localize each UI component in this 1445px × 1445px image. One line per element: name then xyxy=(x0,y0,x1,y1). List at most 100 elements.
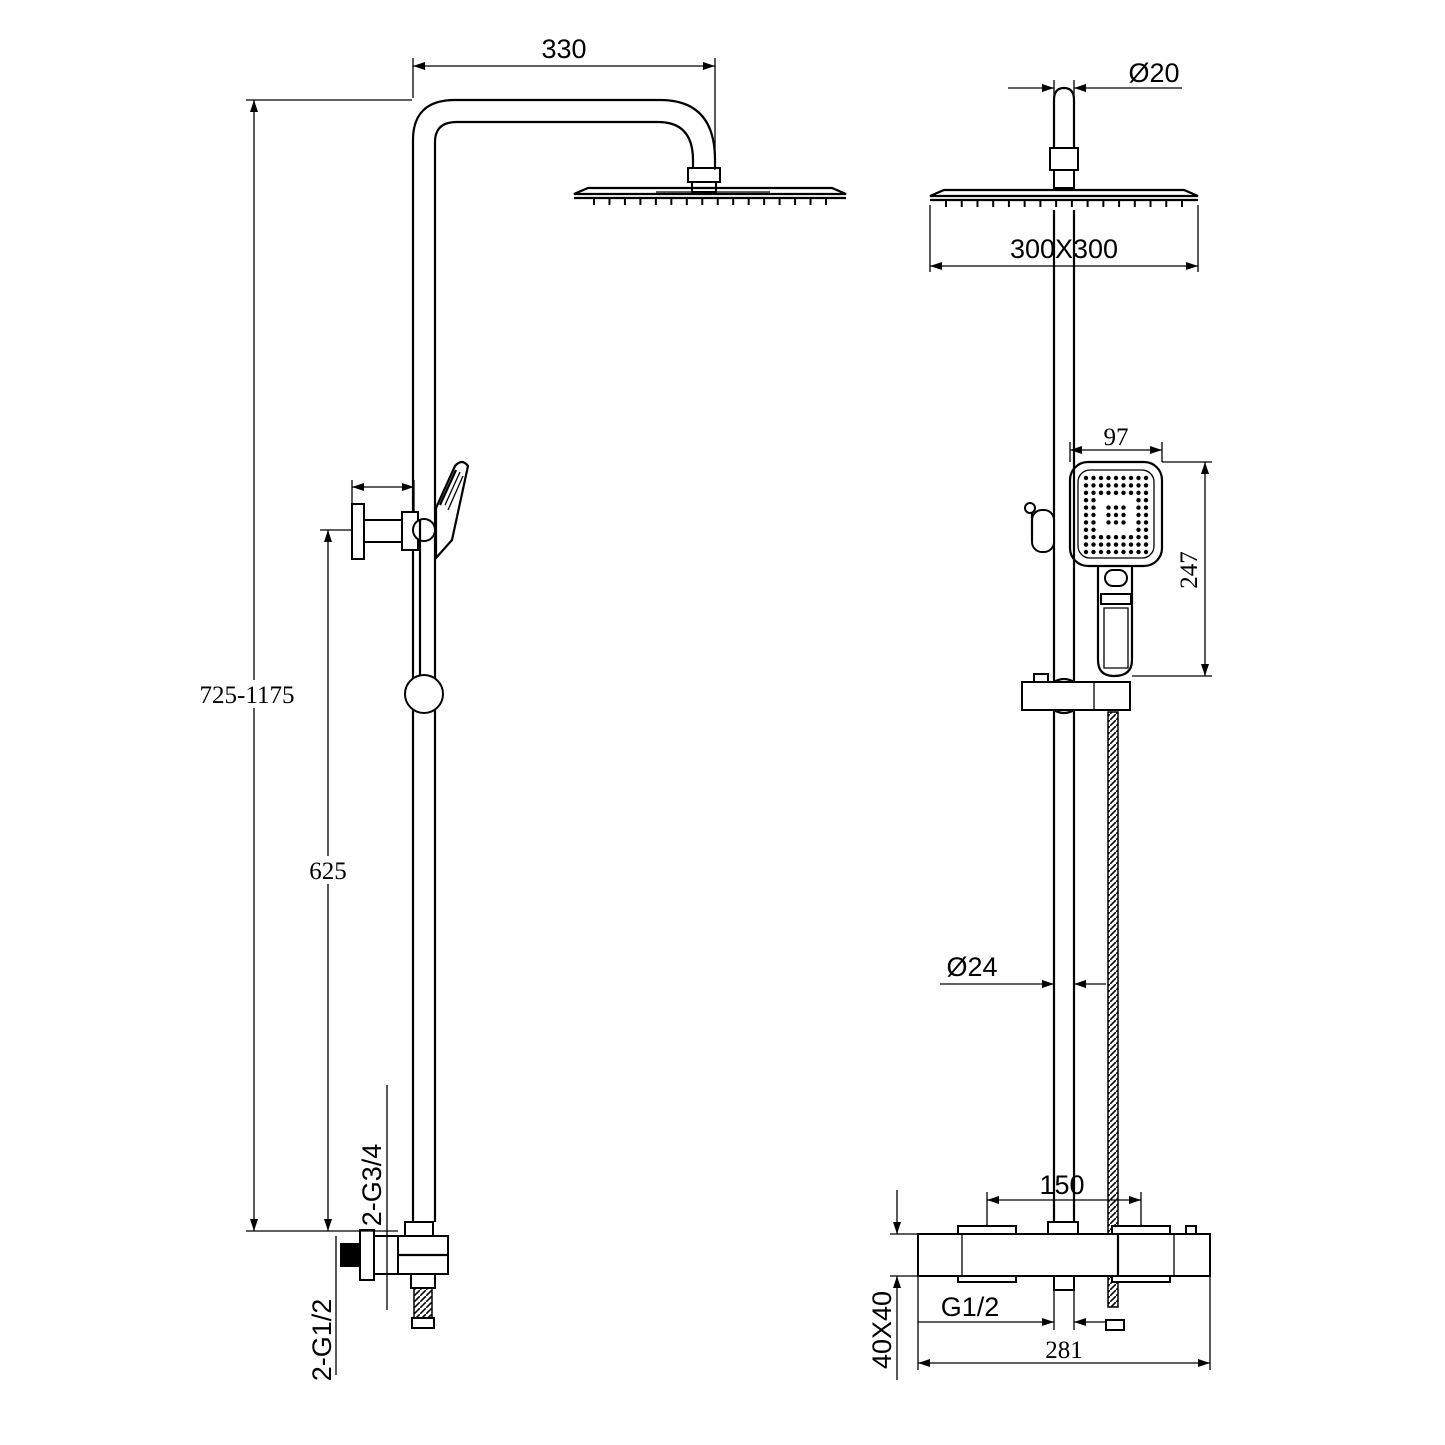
spray-dot xyxy=(1143,512,1149,518)
spray-dot xyxy=(1113,520,1119,525)
dim-label-d20: Ø20 xyxy=(1128,58,1179,88)
spray-dot xyxy=(1091,490,1096,495)
thermostatic-mixer-front xyxy=(917,1221,1211,1331)
rain-head-side xyxy=(573,186,847,205)
dim-top-pipe-diameter: Ø20 xyxy=(1008,58,1182,100)
dim-outlet-thread: G1/2 xyxy=(918,1290,1106,1330)
dim-riser-diameter: Ø24 xyxy=(940,952,1106,988)
spray-dot xyxy=(1091,542,1096,547)
spray-dot xyxy=(1098,542,1104,547)
spray-dot xyxy=(1091,549,1096,555)
spray-dot xyxy=(1083,483,1089,488)
dim-label-330: 330 xyxy=(541,34,586,64)
spray-dot xyxy=(1128,549,1134,555)
dim-label-300x300: 300X300 xyxy=(1010,234,1118,264)
spray-dot xyxy=(1091,535,1096,540)
spray-dot xyxy=(1128,475,1134,481)
slider-knob-side xyxy=(404,674,444,714)
spray-dot xyxy=(1098,475,1104,481)
dim-label-2-g3-4: 2-G3/4 xyxy=(357,1144,387,1227)
dim-riser-height: 625 xyxy=(298,529,358,1231)
top-pipe-front xyxy=(1049,86,1079,189)
spray-dot xyxy=(1121,520,1126,525)
spray-dot xyxy=(1136,542,1141,547)
spray-dot xyxy=(1106,483,1111,488)
spray-dot xyxy=(1106,542,1111,547)
dim-label-g1-2: G1/2 xyxy=(941,1292,1000,1322)
nozzles-front xyxy=(945,201,1183,207)
spray-dot xyxy=(1106,512,1111,518)
overhead-arm xyxy=(411,98,721,1222)
spray-dot xyxy=(1121,549,1126,555)
spray-dot xyxy=(1136,535,1141,540)
spray-dot xyxy=(1128,542,1134,547)
spray-dot xyxy=(1113,512,1119,518)
spray-dot xyxy=(1113,483,1119,488)
dim-label-150: 150 xyxy=(1039,1170,1084,1200)
spray-dot xyxy=(1136,520,1141,525)
spray-dot xyxy=(1136,527,1141,532)
dim-label-725-1175: 725-1175 xyxy=(200,682,295,709)
spray-dot xyxy=(1091,483,1096,488)
spray-dot xyxy=(1121,512,1126,518)
spray-dot xyxy=(1113,505,1119,510)
spray-dot xyxy=(1091,512,1096,518)
spray-dot xyxy=(1143,549,1149,555)
spray-dot xyxy=(1113,549,1119,555)
spray-dot xyxy=(1143,535,1149,540)
spray-dot xyxy=(1143,483,1149,488)
hose-front xyxy=(1107,711,1119,1308)
spray-dot xyxy=(1128,535,1134,540)
spray-dot xyxy=(1143,542,1149,547)
dim-head-size: 300X300 xyxy=(929,205,1199,272)
spray-dot xyxy=(1083,520,1089,525)
spray-dot xyxy=(1083,475,1089,481)
dim-label-40x40: 40X40 xyxy=(867,1291,897,1369)
spray-dot xyxy=(1143,520,1149,525)
dim-label-625: 625 xyxy=(309,858,347,885)
spray-dot xyxy=(1083,535,1089,540)
spray-dot xyxy=(1128,483,1134,488)
dim-label-d24: Ø24 xyxy=(946,952,997,982)
spray-dot xyxy=(1106,505,1111,510)
spray-dot xyxy=(1121,490,1126,495)
spray-dot xyxy=(1083,498,1089,503)
spray-dot xyxy=(1136,512,1141,518)
nozzles-side xyxy=(593,199,827,205)
spray-dot xyxy=(1083,505,1089,510)
spray-dot xyxy=(1121,535,1126,540)
spray-dot xyxy=(1121,505,1126,510)
spray-dot xyxy=(1136,475,1141,481)
spray-dot xyxy=(1113,490,1119,495)
spray-dot xyxy=(1098,490,1104,495)
slider-bracket-front xyxy=(1021,673,1131,715)
spray-dot xyxy=(1091,498,1096,503)
dim-arm-reach: 330 xyxy=(412,34,716,170)
mixer-side xyxy=(340,1221,449,1329)
spray-dot xyxy=(1143,475,1149,481)
dim-inlet-centres: 150 xyxy=(986,1170,1142,1226)
hand-shower-spray-dots xyxy=(1083,475,1149,555)
diverter-knob-front xyxy=(1024,502,1055,553)
dim-holder-depth xyxy=(351,480,415,512)
spray-dot xyxy=(1121,542,1126,547)
spray-dot xyxy=(1136,498,1141,503)
spray-dot xyxy=(1091,475,1096,481)
spray-dot xyxy=(1091,527,1096,532)
spray-dot xyxy=(1136,505,1141,510)
spray-dot xyxy=(1091,520,1096,525)
dim-thread-g34: 2-G3/4 xyxy=(357,1085,388,1310)
dim-mixer-section: 40X40 xyxy=(867,1190,918,1380)
spray-dot xyxy=(1143,498,1149,503)
spray-dot xyxy=(1083,549,1089,555)
front-view: Ø20 300X300 97 247 Ø24 xyxy=(867,58,1212,1380)
spray-dot xyxy=(1083,527,1089,532)
spray-dot xyxy=(1113,475,1119,481)
spray-dot xyxy=(1106,520,1111,525)
spray-dot xyxy=(1098,535,1104,540)
dim-total-height: 725-1175 xyxy=(188,99,412,1232)
dim-thread-g12: 2-G1/2 xyxy=(307,1236,337,1381)
spray-dot xyxy=(1136,483,1141,488)
spray-dot xyxy=(1128,490,1134,495)
